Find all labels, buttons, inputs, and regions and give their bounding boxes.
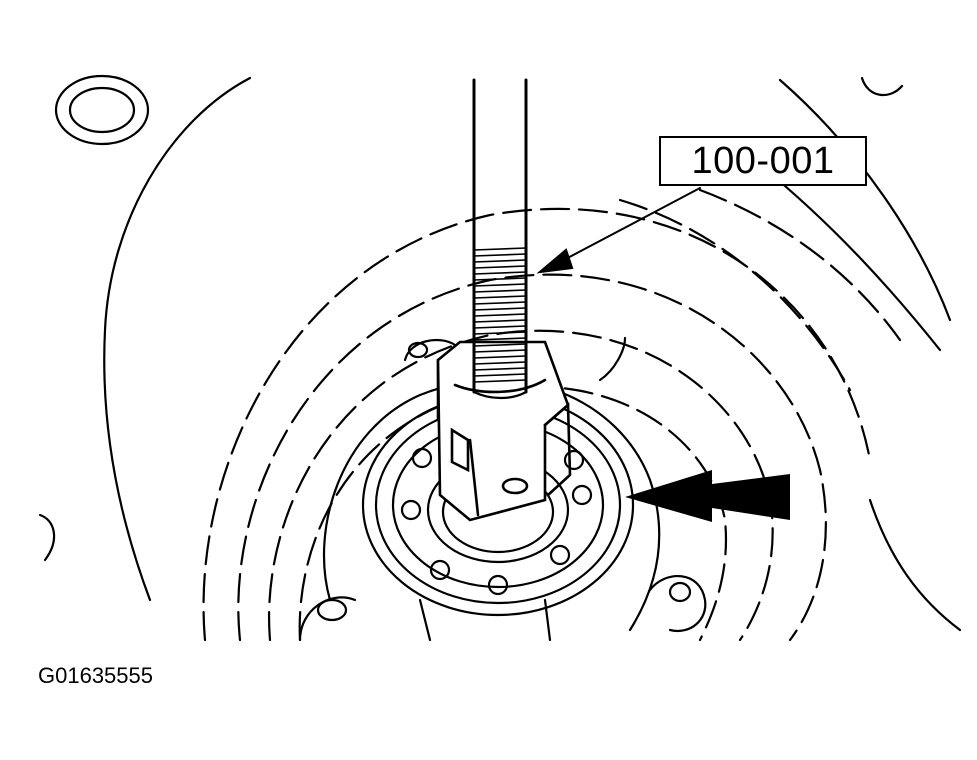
housing-detail-line: [598, 336, 627, 382]
threaded-rod: [472, 78, 528, 400]
dashed-housing-arcs: [202, 188, 902, 642]
housing-outline: [38, 74, 962, 632]
figure-id-label: G01635555: [38, 663, 153, 688]
callout-leader-arrow: [536, 187, 701, 274]
tool-callout-label: 100-001: [659, 136, 867, 186]
pointer-arrow: [625, 470, 790, 522]
bearing-balls: [400, 447, 593, 596]
